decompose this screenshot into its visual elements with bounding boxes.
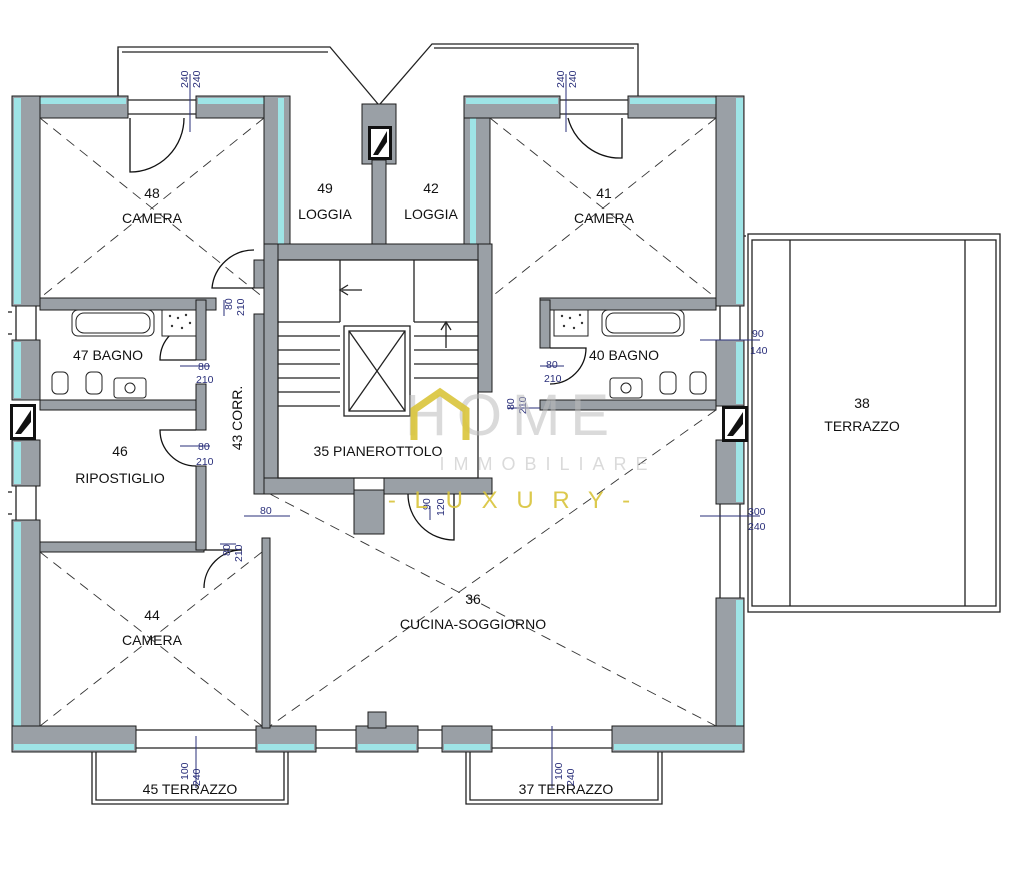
room-49-name: LOGGIA	[298, 206, 352, 222]
dim-terrace-door-w: 300	[748, 506, 766, 518]
watermark-sub: - L U X U R Y -	[388, 487, 636, 514]
top-balcony-outline	[117, 43, 639, 105]
room-42-name: LOGGIA	[404, 206, 458, 222]
room-47-label: 47 BAGNO	[73, 347, 143, 363]
dim-bath40-door-w: 80	[546, 359, 558, 371]
room-41-number: 41	[596, 185, 612, 201]
dim-landing-door-h: 210	[517, 396, 529, 414]
interior-walls	[39, 243, 717, 729]
room-48-number: 48	[144, 185, 160, 201]
dim-entry-door-w: 90	[421, 498, 433, 510]
room-44-name: CAMERA	[122, 632, 183, 648]
room-37-label: 37 TERRAZZO	[519, 781, 614, 797]
room-38-name: TERRAZZO	[824, 418, 900, 434]
room-38-number: 38	[854, 395, 870, 411]
room-48-name: CAMERA	[122, 210, 183, 226]
dim-corr-door-w: 80	[223, 298, 235, 310]
dim-kitchen-door-w: 80	[260, 505, 272, 517]
room-35-label: 35 PIANEROTTOLO	[314, 443, 443, 459]
bathroom-47-fixtures	[51, 309, 197, 399]
stairs	[277, 259, 479, 479]
dim-bath47-door-h: 210	[196, 374, 214, 386]
room-43-label: 43 CORR.	[229, 386, 245, 451]
dim-store-door-w: 80	[198, 441, 210, 453]
dim-entry-door-h: 120	[435, 498, 447, 516]
watermark-tag: IMMOBILIARE	[439, 454, 656, 474]
dim-top-right-b: 240	[567, 70, 579, 88]
room-45-label: 45 TERRAZZO	[143, 781, 238, 797]
dim-right-window-h: 140	[750, 345, 768, 357]
dim-terrace37-h: 240	[565, 768, 577, 786]
duct-symbol-right	[722, 406, 748, 442]
room-41-name: CAMERA	[574, 210, 635, 226]
doors	[129, 117, 623, 589]
duct-symbol-top	[368, 126, 392, 160]
dim-cam44-door-w: 80	[221, 544, 233, 556]
terrace-45-outline	[91, 752, 289, 805]
room-40-label: 40 BAGNO	[589, 347, 659, 363]
exterior-walls	[11, 95, 745, 753]
dim-landing-door-w: 80	[505, 398, 517, 410]
room-42-number: 42	[423, 180, 439, 196]
dim-terrace-door-h: 240	[748, 521, 766, 533]
dimension-ticks	[180, 74, 760, 788]
dim-terrace37-w: 100	[553, 762, 565, 780]
dim-cam44-door-h: 210	[233, 544, 245, 562]
room-diagonals	[39, 117, 717, 727]
room-36-number: 36	[465, 591, 481, 607]
room-36-name: CUCINA-SOGGIORNO	[400, 616, 546, 632]
dim-bath40-door-h: 210	[544, 373, 562, 385]
dim-terrace45-w: 100	[179, 762, 191, 780]
dim-top-left-b: 240	[191, 70, 203, 88]
dim-top-right-a: 240	[555, 70, 567, 88]
room-44-number: 44	[144, 607, 160, 623]
room-49-number: 49	[317, 180, 333, 196]
room-46-name: RIPOSTIGLIO	[75, 470, 165, 486]
dim-corr-door-h: 210	[235, 298, 247, 316]
duct-symbol-left	[10, 404, 36, 440]
bathroom-40-fixtures	[553, 309, 707, 399]
dim-right-window-w: 90	[752, 328, 764, 340]
dim-bath47-door-w: 80	[198, 361, 210, 373]
room-46-number: 46	[112, 443, 128, 459]
watermark-logo: HOME IMMOBILIARE - L U X U R Y -	[388, 383, 656, 514]
dim-terrace45-h: 240	[191, 768, 203, 786]
dim-top-left-a: 240	[179, 70, 191, 88]
dim-store-door-h: 210	[196, 456, 214, 468]
watermark-house-icon	[410, 387, 470, 440]
terrace-37-outline	[465, 752, 663, 805]
